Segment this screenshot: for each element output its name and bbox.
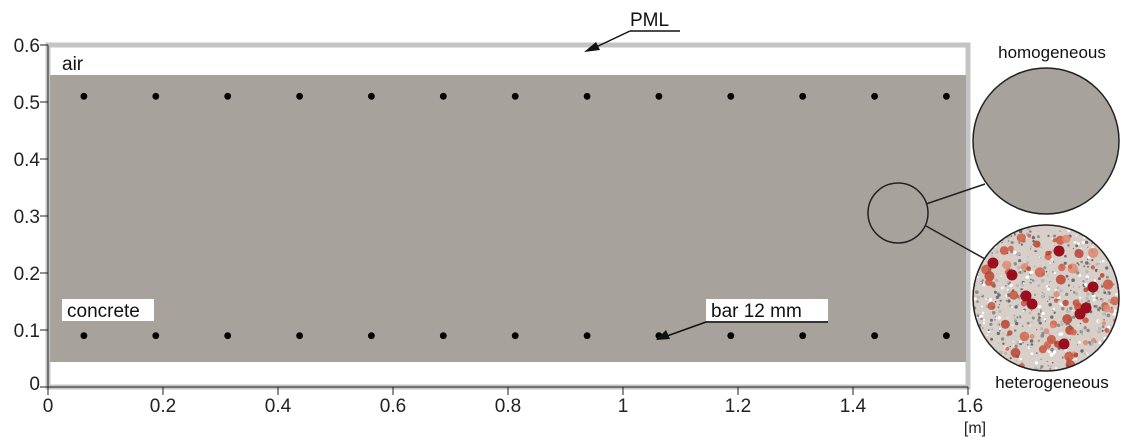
heterogeneous-label: heterogeneous bbox=[995, 373, 1108, 392]
bar-arrowhead bbox=[656, 330, 670, 340]
rebar bbox=[296, 332, 303, 340]
x-tick-label: 1.2 bbox=[725, 396, 751, 417]
rebar bbox=[871, 92, 878, 100]
rebar bbox=[799, 92, 807, 100]
y-tick-label: 0.3 bbox=[14, 207, 40, 228]
y-tick-marks bbox=[40, 44, 48, 388]
rebar bbox=[368, 332, 375, 340]
zoom-region-circle bbox=[867, 182, 929, 244]
rebar bbox=[152, 332, 160, 340]
y-tick-label: 0.6 bbox=[14, 36, 40, 57]
x-tick-label: 0 bbox=[43, 396, 54, 417]
connector-to-heterogeneous bbox=[925, 225, 995, 265]
y-tick-label: 0.5 bbox=[14, 93, 40, 114]
rebar bbox=[368, 92, 375, 100]
rebar bbox=[583, 92, 591, 100]
units-label: [m] bbox=[964, 420, 986, 437]
x-tick-label: 0.4 bbox=[265, 396, 292, 417]
x-tick-label: 0.8 bbox=[495, 396, 521, 417]
rebar bbox=[943, 332, 950, 340]
homogeneous-inset bbox=[972, 67, 1120, 215]
connector-to-homogeneous bbox=[925, 183, 986, 205]
rebar bbox=[296, 92, 303, 100]
pml-arrowhead bbox=[584, 42, 600, 52]
rebar bbox=[727, 92, 735, 100]
homogeneous-label: homogeneous bbox=[998, 43, 1106, 62]
bar-label: bar 12 mm bbox=[711, 301, 802, 322]
x-tick-label: 0.6 bbox=[380, 396, 406, 417]
rebar bbox=[655, 92, 663, 100]
x-tick-label: 1.4 bbox=[840, 396, 867, 417]
heterogeneous-inset bbox=[972, 224, 1120, 372]
rebar bbox=[583, 332, 591, 340]
rebar bbox=[799, 332, 807, 340]
rebar bbox=[727, 332, 735, 340]
reinforcement-bars bbox=[80, 92, 950, 340]
concrete-domain bbox=[50, 75, 966, 362]
rebar bbox=[224, 332, 232, 340]
air-label-box bbox=[56, 52, 96, 74]
rebar bbox=[439, 92, 447, 100]
pml-label: PML bbox=[630, 10, 669, 31]
y-tick-label: 0 bbox=[29, 374, 40, 395]
x-tick-label: 1.6 bbox=[957, 396, 983, 417]
pml-leader-arrow-shaft bbox=[593, 30, 631, 49]
rebar bbox=[439, 332, 447, 340]
rebar bbox=[511, 92, 519, 100]
concrete-label-box bbox=[62, 299, 154, 321]
y-tick-label: 0.2 bbox=[14, 264, 40, 285]
air-label: air bbox=[62, 54, 84, 75]
bar-label-box bbox=[706, 299, 828, 321]
rebar bbox=[80, 92, 88, 100]
y-tick-label: 0.4 bbox=[14, 150, 41, 171]
rebar bbox=[943, 92, 950, 100]
rebar bbox=[152, 92, 160, 100]
rebar bbox=[224, 92, 232, 100]
bar-leader-arrow-shaft bbox=[666, 321, 707, 337]
y-tick-label: 0.1 bbox=[14, 321, 40, 342]
rebar bbox=[80, 332, 88, 340]
rebar bbox=[871, 332, 878, 340]
x-tick-label: 1 bbox=[618, 396, 629, 417]
x-tick-marks bbox=[47, 387, 969, 395]
x-tick-label: 0.2 bbox=[150, 396, 176, 417]
rebar bbox=[511, 332, 519, 340]
concrete-label: concrete bbox=[67, 301, 140, 322]
